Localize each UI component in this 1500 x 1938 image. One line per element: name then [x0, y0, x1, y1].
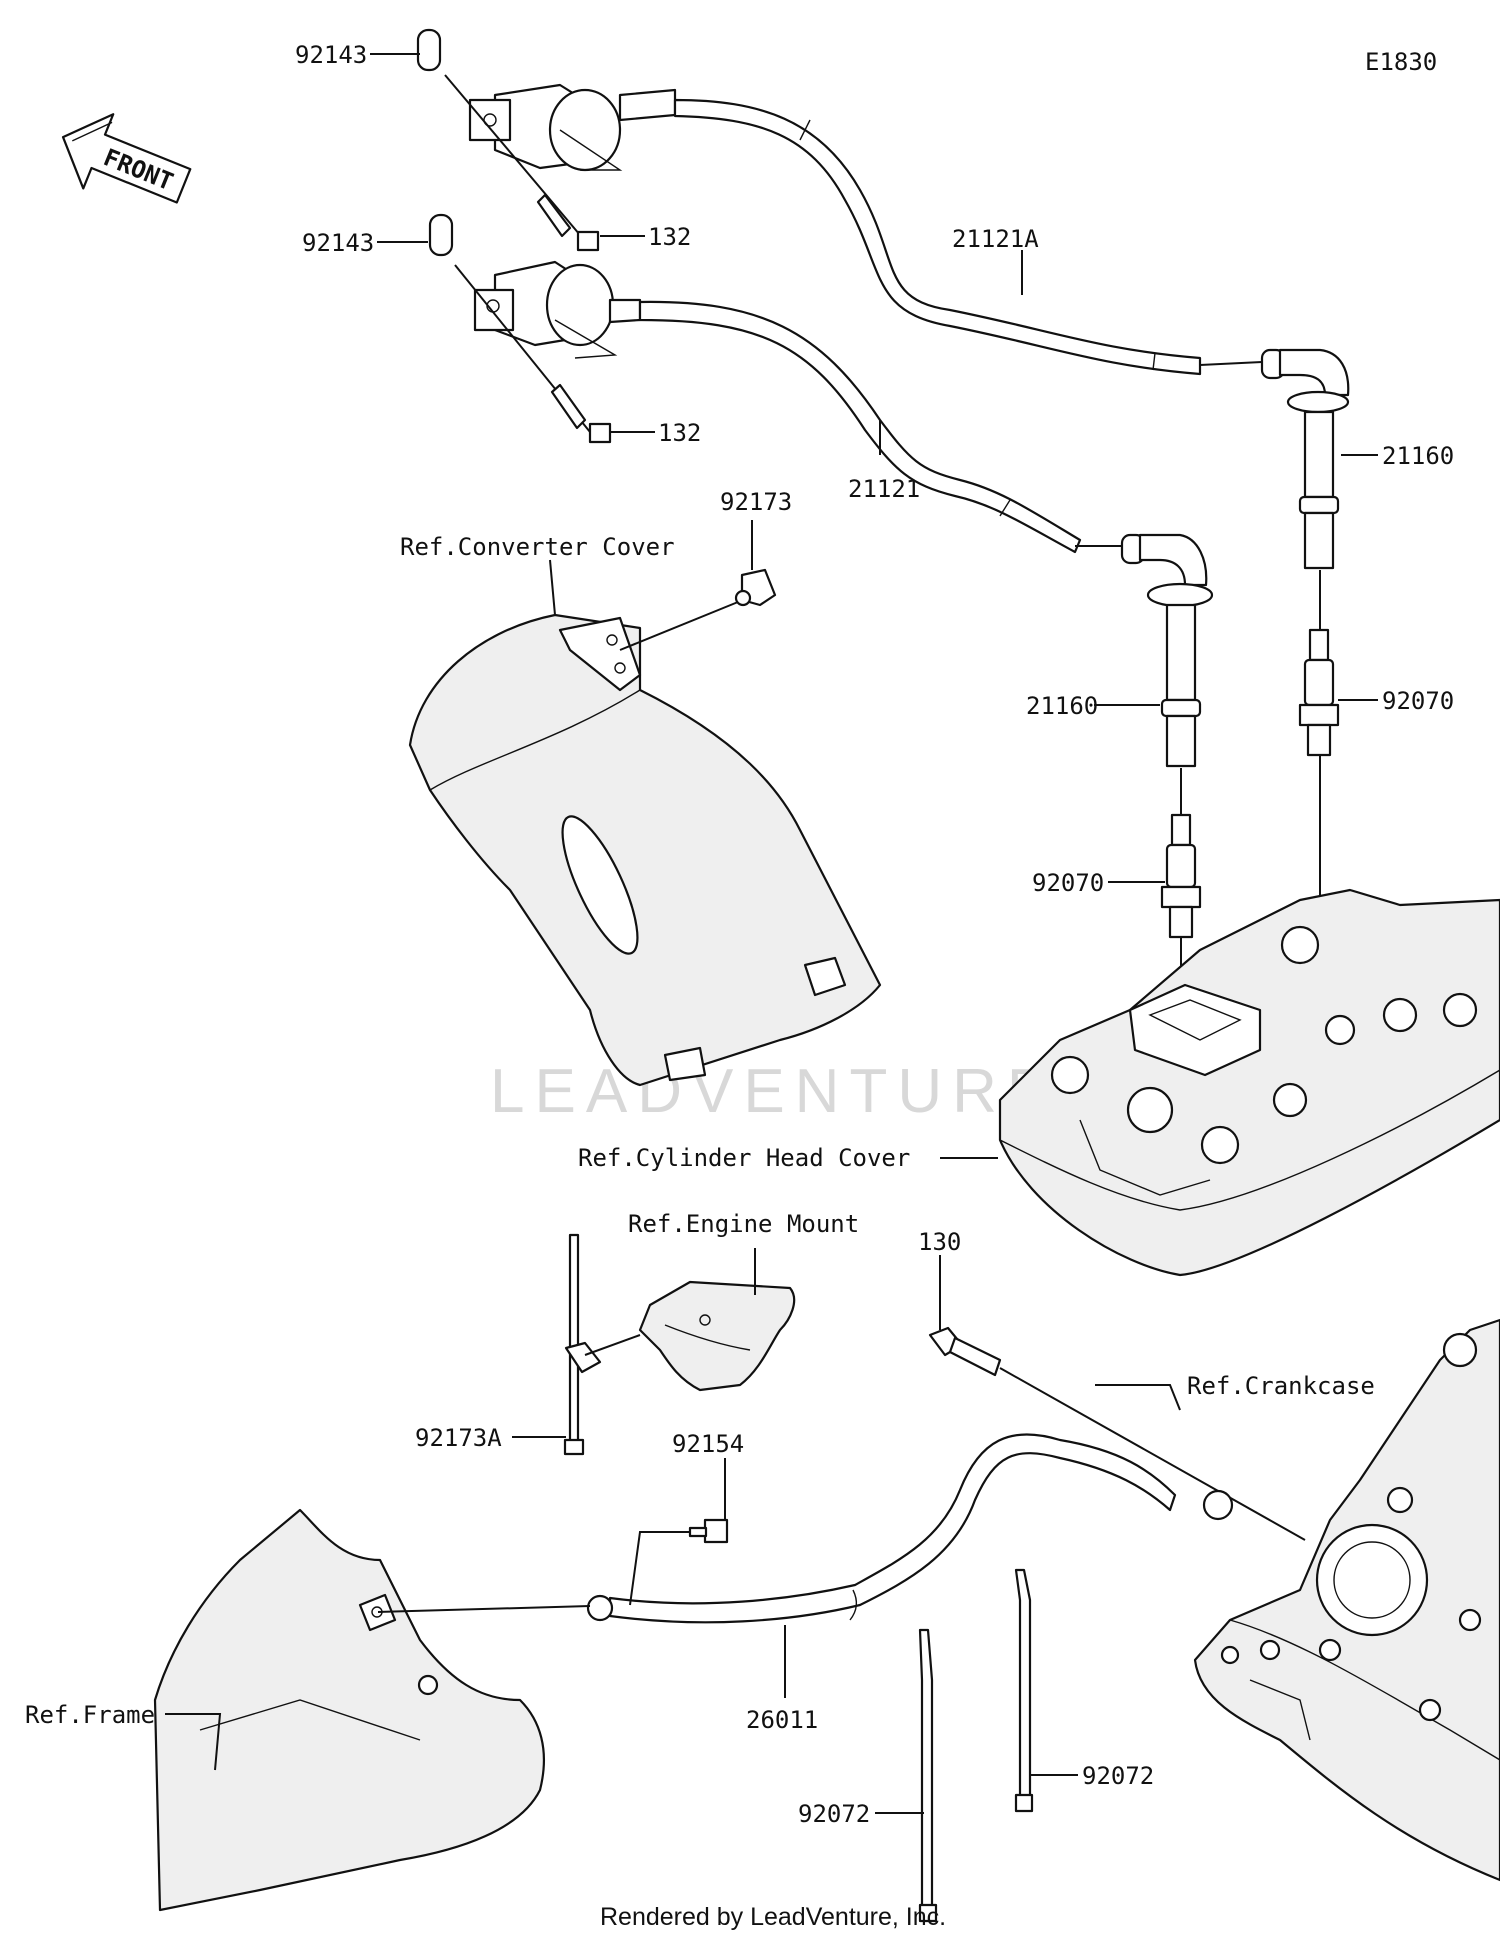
- ref-label-crankcase: Ref.Crankcase: [1187, 1372, 1375, 1400]
- part-label-92072-right: 92072: [1082, 1762, 1154, 1790]
- leader-lines: [165, 53, 1378, 1814]
- spark-plug-92070-left: [1160, 768, 1202, 1090]
- spark-plug-92070-right: [1298, 570, 1340, 1030]
- frame: [153, 1508, 591, 1912]
- cylinder-head-cover: [998, 888, 1500, 1277]
- ignition-coil-upper: [416, 28, 677, 172]
- part-label-92070-right: 92070: [1382, 687, 1454, 715]
- ref-label-engine-mount: Ref.Engine Mount: [628, 1210, 859, 1238]
- ref-label-frame: Ref.Frame: [25, 1701, 155, 1729]
- part-label-21160-left: 21160: [1026, 692, 1098, 720]
- cable-tie-92072-right: [1014, 1568, 1034, 1813]
- bolt-132-lower: [454, 264, 612, 444]
- front-arrow-icon: FRONT: [61, 113, 192, 204]
- cable-tie-92072-left: [918, 1628, 938, 1923]
- watermark-text: LEADVENTURE: [490, 1057, 1058, 1126]
- part-label-21121A: 21121A: [952, 225, 1039, 253]
- diagram-code: E1830: [1365, 48, 1437, 76]
- part-label-132-bottom: 132: [658, 419, 701, 447]
- part-label-92072-left: 92072: [798, 1800, 870, 1828]
- ref-label-converter-cover: Ref.Converter Cover: [400, 533, 675, 561]
- converter-cover: [408, 613, 882, 1087]
- part-label-21160-right: 21160: [1382, 442, 1454, 470]
- ignition-cable-21121A: [673, 98, 1202, 376]
- ref-label-cylinder-head-cover: Ref.Cylinder Head Cover: [578, 1144, 910, 1172]
- part-label-132-top: 132: [648, 223, 691, 251]
- part-label-92173A: 92173A: [415, 1424, 502, 1452]
- part-label-92070-left: 92070: [1032, 869, 1104, 897]
- part-label-92154: 92154: [672, 1430, 744, 1458]
- bolt-132-upper: [444, 74, 600, 252]
- part-label-130: 130: [918, 1228, 961, 1256]
- footer-credit: Rendered by LeadVenture, Inc.: [600, 1903, 946, 1931]
- bolt-92154: [629, 1518, 729, 1606]
- part-label-92143-bottom: 92143: [302, 229, 374, 257]
- part-label-92173: 92173: [720, 488, 792, 516]
- engine-mount: [638, 1280, 796, 1392]
- bolt-130: [928, 1326, 1306, 1541]
- ground-cable-26011: [586, 1433, 1234, 1624]
- spark-plug-cap-21160-right: [1199, 348, 1350, 570]
- part-label-26011: 26011: [746, 1706, 818, 1734]
- ignition-coil-lower: [428, 213, 642, 359]
- cable-tie-92173A: [563, 1233, 641, 1456]
- part-label-92143-top: 92143: [295, 41, 367, 69]
- part-label-21121: 21121: [848, 475, 920, 503]
- spark-plug-cap-21160-left: [1075, 533, 1214, 768]
- crankcase: [1193, 1318, 1500, 1882]
- clip-92173: [619, 568, 777, 651]
